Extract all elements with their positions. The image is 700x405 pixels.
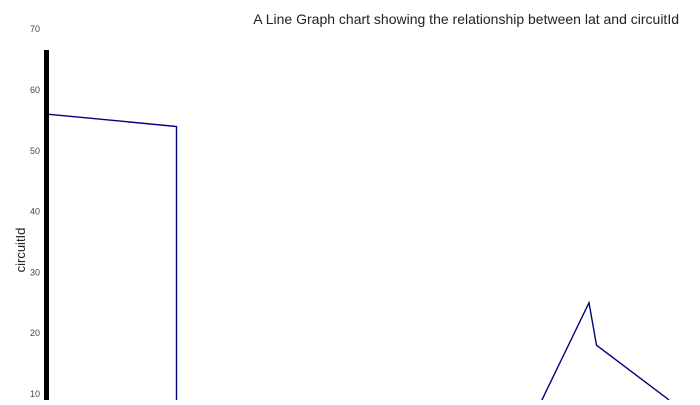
y-axis-ticks: 10 20 30 40 50 60 70 [30,24,40,399]
chart-title: A Line Graph chart showing the relations… [253,11,679,27]
y-tick-label: 50 [30,146,40,156]
y-tick-label: 30 [30,267,40,277]
y-tick-label: 70 [30,24,40,34]
y-tick-label: 60 [30,85,40,95]
series-line [48,113,670,405]
y-tick-label: 20 [30,328,40,338]
y-axis-label: circuitId [13,228,28,273]
y-axis-line [44,50,49,405]
y-tick-label: 10 [30,389,40,399]
y-tick-label: 40 [30,207,40,217]
